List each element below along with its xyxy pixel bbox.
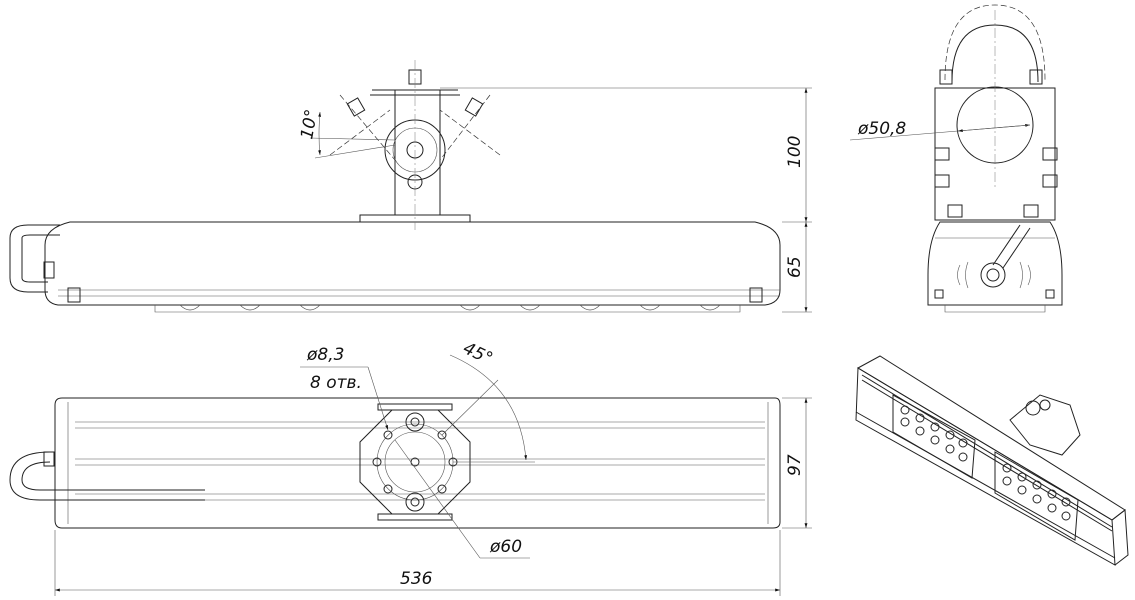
bolt-circle-label: ø60 xyxy=(489,537,522,557)
body-width-label: 97 xyxy=(785,454,805,476)
hole-count-label: 8 отв. xyxy=(310,373,362,393)
housing-bottom xyxy=(54,397,781,529)
hole-diameter-label: ø8,3 xyxy=(306,345,344,365)
bottom-view: ø8,3 8 отв. 45° ø60 97 536 xyxy=(9,338,812,596)
luminaire-body xyxy=(855,367,1116,566)
bracket-plate xyxy=(394,89,441,215)
led-module-2 xyxy=(994,451,1079,541)
body-length-label: 536 xyxy=(400,569,433,589)
end-view: ø50,8 xyxy=(849,4,1063,313)
side-view: 10° 100 65 xyxy=(9,60,812,313)
cable-loop xyxy=(9,224,60,293)
led-module-1 xyxy=(892,394,976,479)
housing-end xyxy=(927,221,1063,306)
hole-angle-label: 45° xyxy=(460,338,496,369)
bracket-height-label: 100 xyxy=(785,136,805,168)
pipe-diameter-label: ø50,8 xyxy=(857,119,906,139)
tilt-angle-label: 10° xyxy=(297,108,322,141)
isometric-view xyxy=(855,355,1129,566)
housing-side xyxy=(44,221,781,306)
body-height-label: 65 xyxy=(785,256,805,278)
